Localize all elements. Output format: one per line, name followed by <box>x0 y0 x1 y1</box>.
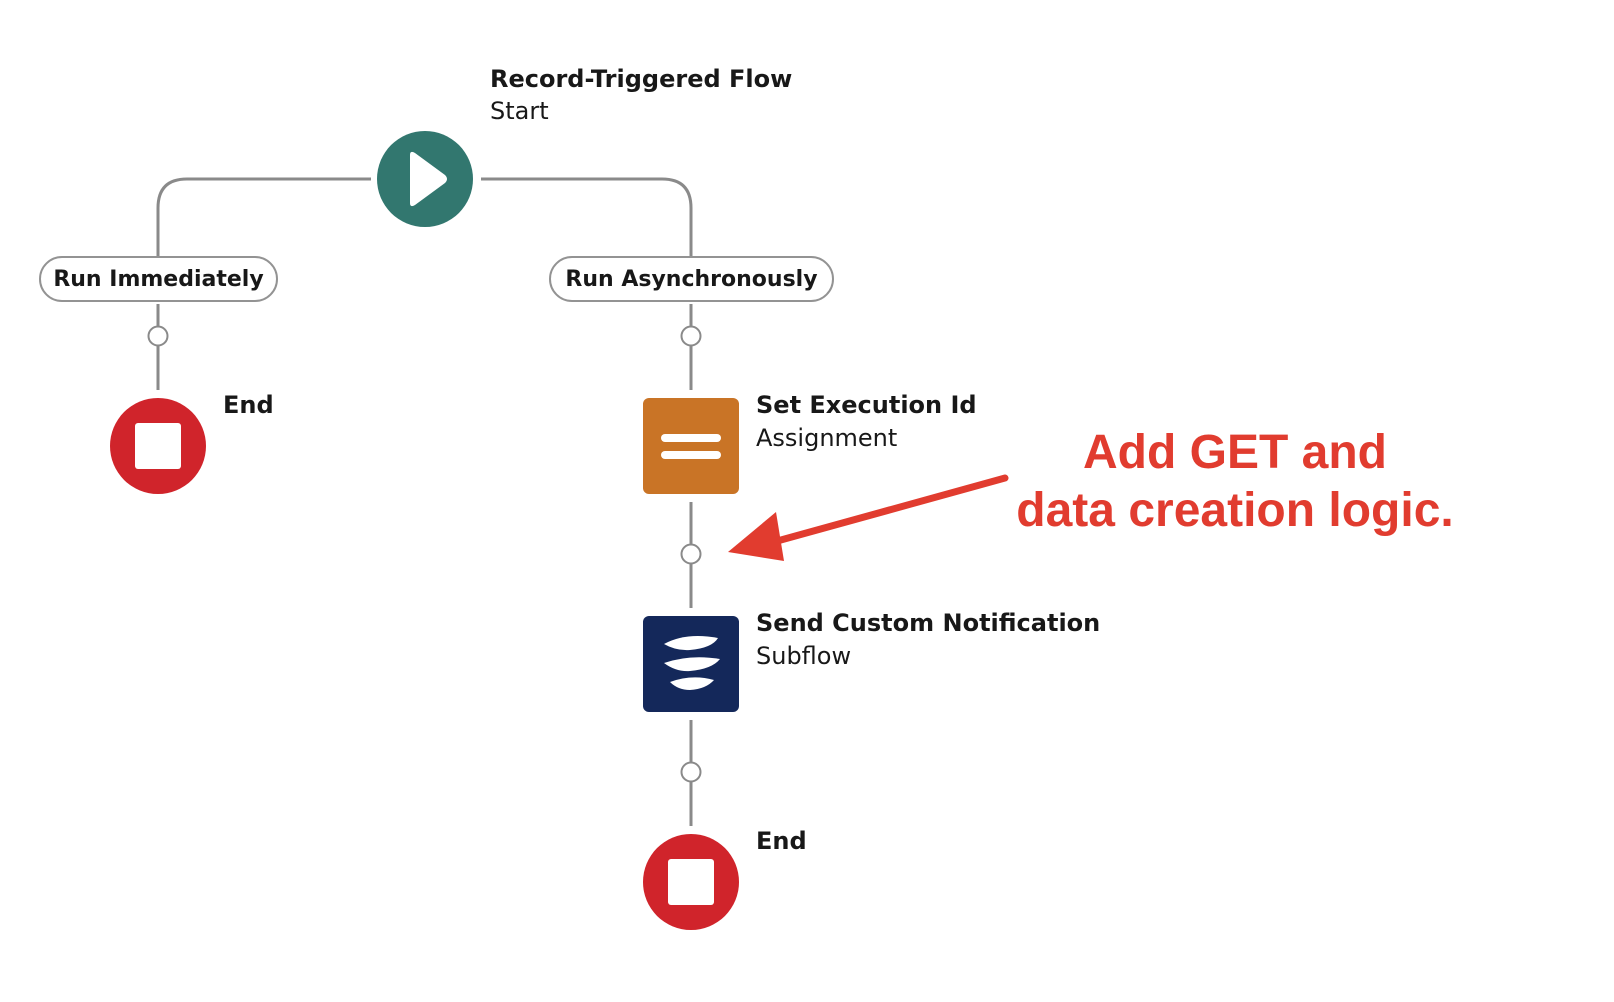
annotation-arrow <box>728 474 1009 561</box>
annotation-line-1: Add GET and <box>1083 426 1387 479</box>
play-icon <box>410 151 447 207</box>
flow-icon <box>664 636 720 690</box>
end-node-left[interactable] <box>110 398 206 494</box>
path-label-run-asynchronously[interactable]: Run Asynchronously <box>549 256 834 302</box>
branch-connector-left <box>156 177 371 256</box>
stop-icon <box>135 423 181 469</box>
add-element-button[interactable] <box>147 325 169 347</box>
add-element-button[interactable] <box>680 325 702 347</box>
start-node[interactable] <box>377 131 473 227</box>
stop-icon <box>668 859 714 905</box>
add-element-button[interactable] <box>680 761 702 783</box>
subflow-node-title: Send Custom Notification <box>756 609 1101 637</box>
assignment-node-title: Set Execution Id <box>756 391 977 419</box>
annotation-line-2: data creation logic. <box>1016 484 1454 537</box>
start-node-title: Record-Triggered Flow <box>490 65 793 93</box>
end-node-left-title: End <box>223 391 274 419</box>
add-element-button[interactable] <box>680 543 702 565</box>
equals-icon <box>661 434 721 459</box>
subflow-node-subtitle: Subflow <box>756 642 852 670</box>
annotation-text: Add GET and data creation logic. <box>1010 424 1460 540</box>
path-label-run-immediately[interactable]: Run Immediately <box>39 256 278 302</box>
subflow-node[interactable] <box>643 616 739 712</box>
end-node-right[interactable] <box>643 834 739 930</box>
branch-connector-right <box>481 177 693 256</box>
end-node-right-title: End <box>756 827 807 855</box>
assignment-node[interactable] <box>643 398 739 494</box>
assignment-node-subtitle: Assignment <box>756 424 898 452</box>
start-node-subtitle: Start <box>490 97 549 125</box>
